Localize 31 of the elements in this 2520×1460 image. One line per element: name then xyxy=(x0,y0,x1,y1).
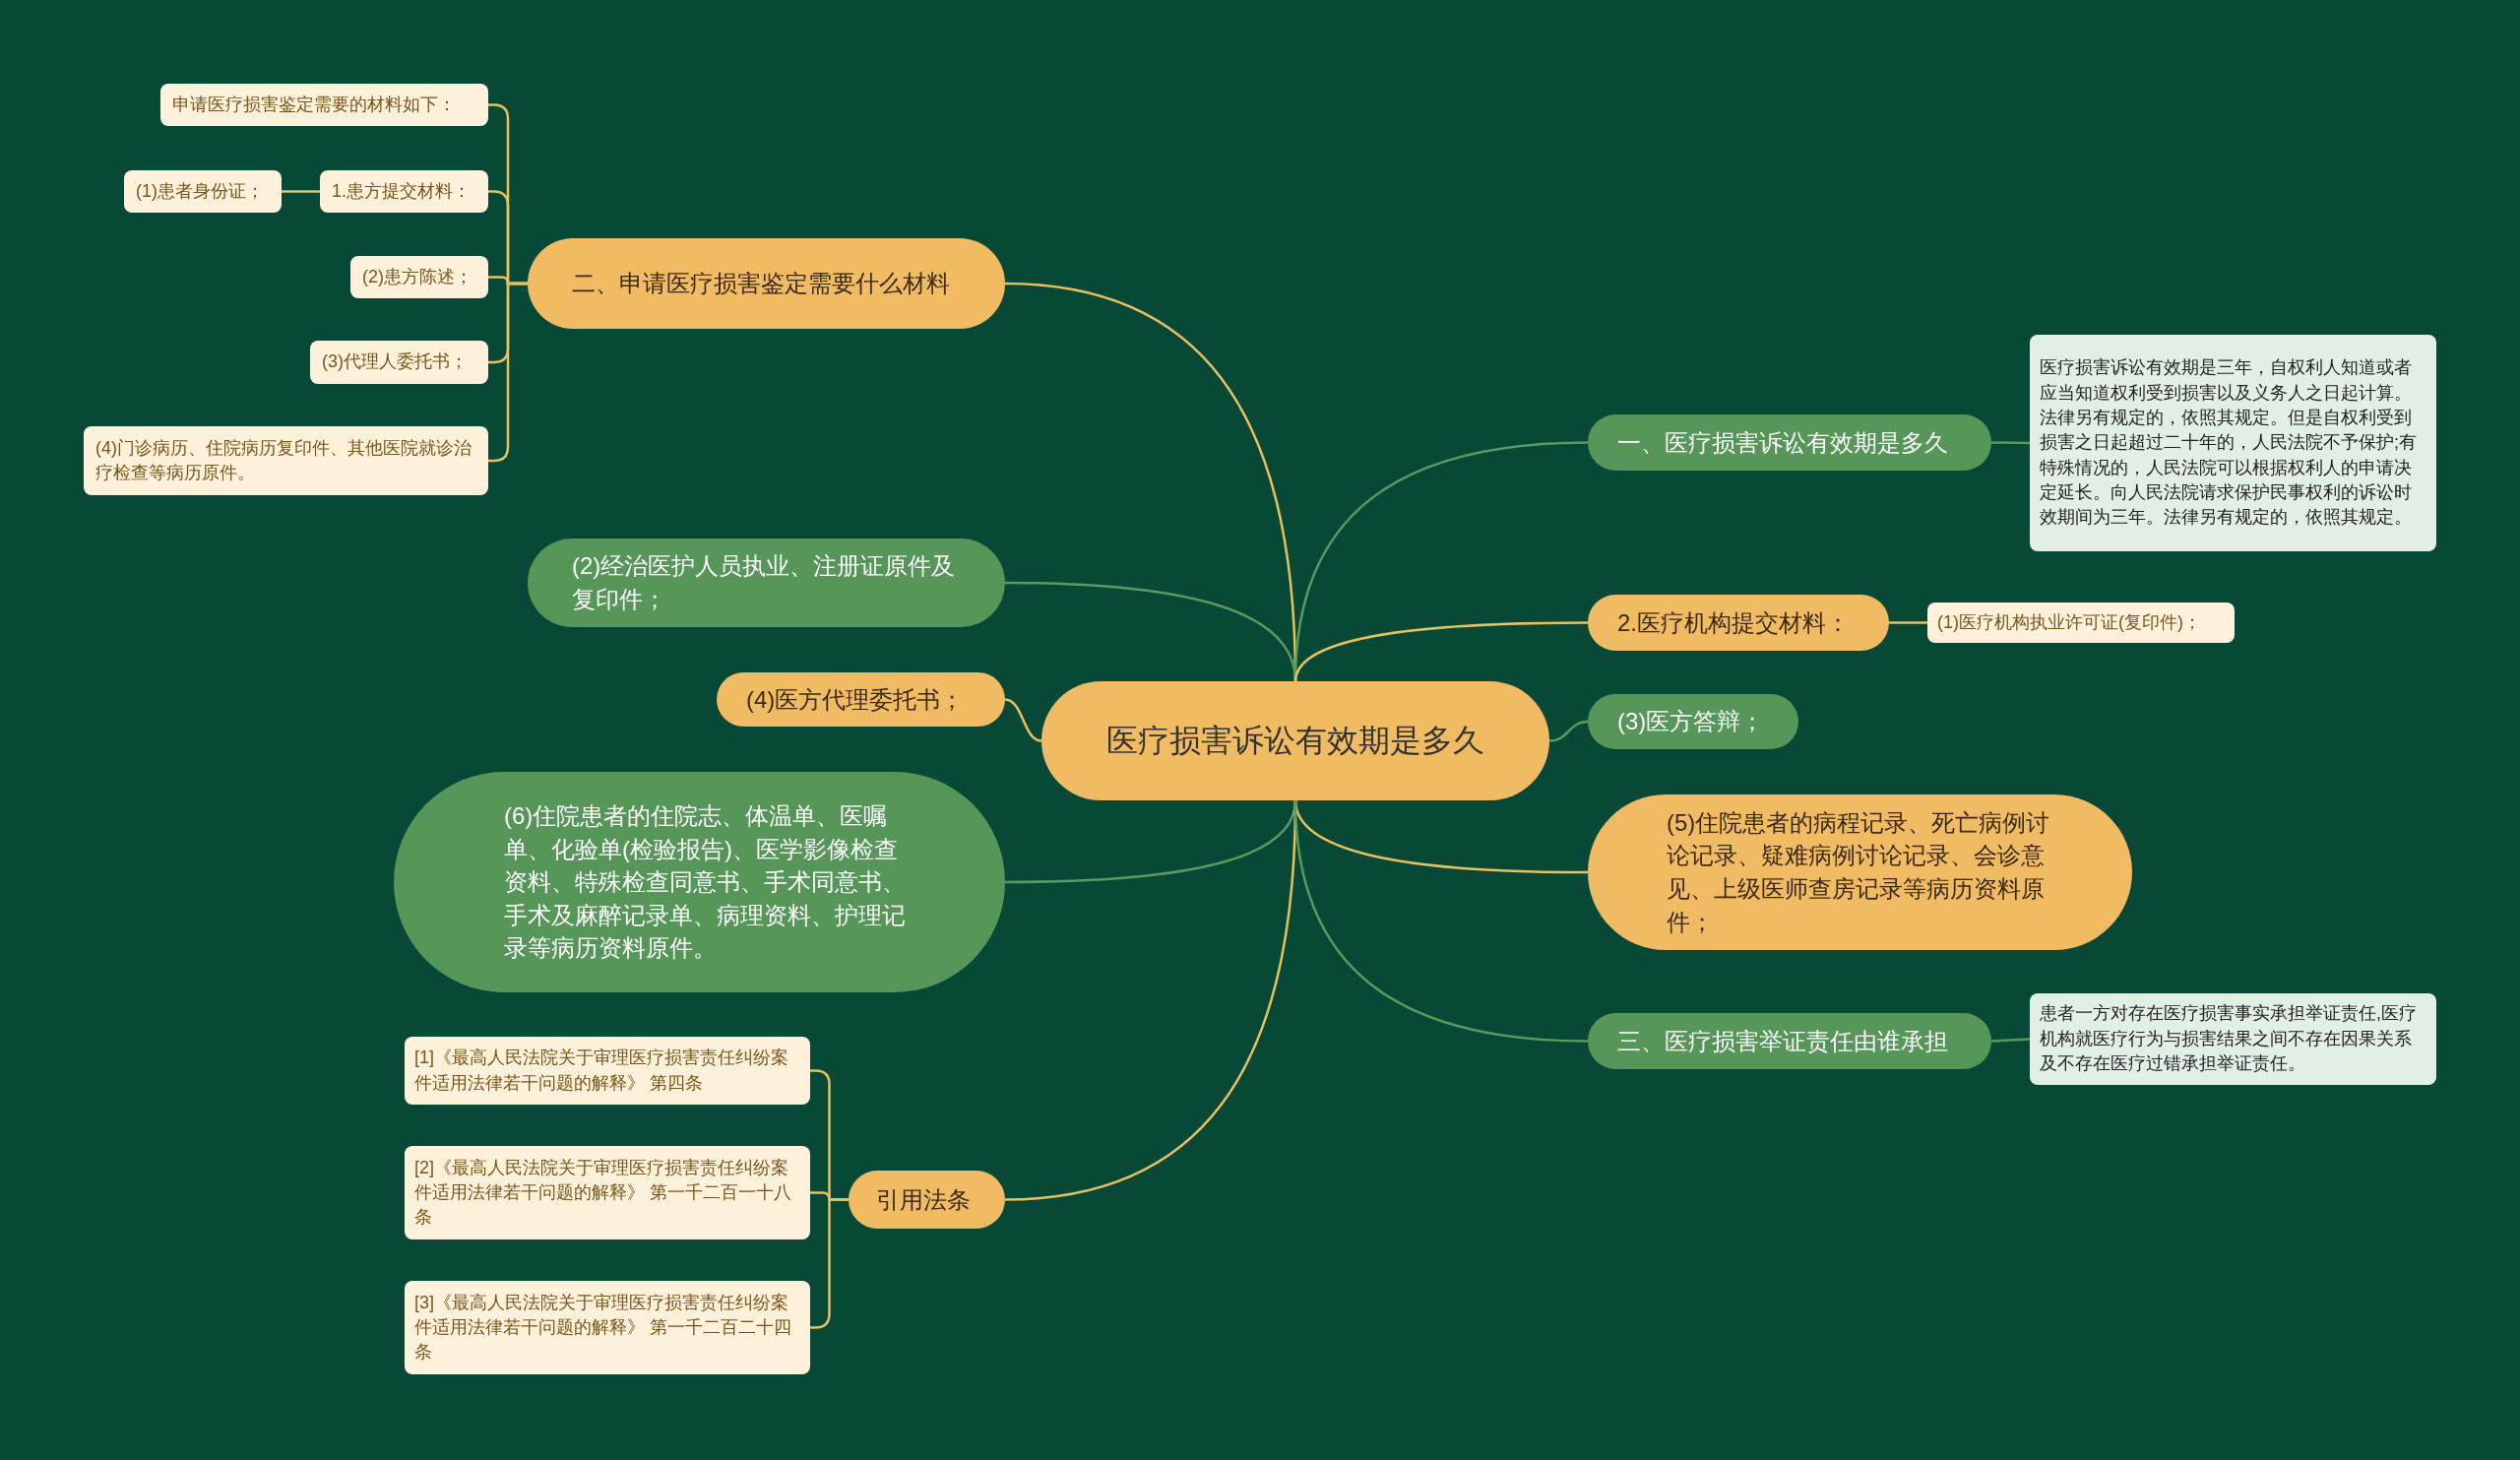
connector xyxy=(1990,1038,2031,1043)
note-card: (2)患方陈述； xyxy=(350,256,488,298)
connector xyxy=(1293,621,1588,682)
connector xyxy=(1293,799,1589,1043)
topic-pill: (5)住院患者的病程记录、死亡病例讨论记录、疑难病例讨论记录、会诊意见、上级医师查房记录等病历资料原件； xyxy=(1588,794,2132,950)
connector xyxy=(1548,720,1589,742)
note-card: (1)患者身份证； xyxy=(124,170,282,213)
note-card: 医疗损害诉讼有效期是三年，自权利人知道或者应当知道权利受到损害以及义务人之日起计算。法律另有规定的，依照其规定。但是自权利受到损害之日起超过二十年的，人民法院不予保护;有特殊情况的，人民法院可以根据权利人的申请决定延长。向人民法院请求保护民事权利的诉讼时效期间为三年。法律另有规定的，依照其规定。 xyxy=(2030,335,2436,551)
topic-pill: (2)经治医护人员执业、注册证原件及复印件； xyxy=(528,539,1005,627)
connector xyxy=(282,190,320,193)
connector xyxy=(1004,698,1042,742)
note-card: [2]《最高人民法院关于审理医疗损害责任纠纷案件适用法律若干问题的解释》 第一千二百一十八条 xyxy=(405,1146,810,1239)
topic-pill: 引用法条 xyxy=(849,1171,1005,1229)
topic-pill: (6)住院患者的住院志、体温单、医嘱单、化验单(检验报告)、医学影像检查资料、特殊检查同意书、手术同意书、手术及麻醉记录单、病理资料、护理记录等病历资料原件。 xyxy=(394,772,1005,992)
note-card: 申请医疗损害鉴定需要的材料如下： xyxy=(160,84,488,126)
topic-pill: (3)医方答辩； xyxy=(1588,694,1798,749)
connector xyxy=(1889,621,1927,624)
connector xyxy=(1991,441,2030,445)
note-card: (4)门诊病历、住院病历复印件、其他医院就诊治疗检查等病历原件。 xyxy=(84,426,488,495)
central-topic: 医疗损害诉讼有效期是多久 xyxy=(1041,681,1549,800)
topic-pill: 二、申请医疗损害鉴定需要什么材料 xyxy=(528,238,1005,329)
note-card: [3]《最高人民法院关于审理医疗损害责任纠纷案件适用法律若干问题的解释》 第一千二百二十四条 xyxy=(405,1281,810,1374)
topic-pill: 三、医疗损害举证责任由谁承担 xyxy=(1588,1013,1991,1069)
topic-pill: 2.医疗机构提交材料： xyxy=(1588,595,1889,651)
note-card: 患者一方对存在医疗损害事实承担举证责任,医疗机构就医疗行为与损害结果之间不存在因果关系及不存在医疗过错承担举证责任。 xyxy=(2030,993,2436,1085)
note-card: 1.患方提交材料： xyxy=(320,170,488,213)
note-card: [1]《最高人民法院关于审理医疗损害责任纠纷案件适用法律若干问题的解释》 第四条 xyxy=(405,1037,810,1105)
topic-pill: 一、医疗损害诉讼有效期是多久 xyxy=(1588,414,1991,471)
note-card: (1)医疗机构执业许可证(复印件)； xyxy=(1927,603,2235,643)
note-card: (3)代理人委托书； xyxy=(310,341,488,384)
topic-pill: (4)医方代理委托书； xyxy=(717,672,1005,727)
